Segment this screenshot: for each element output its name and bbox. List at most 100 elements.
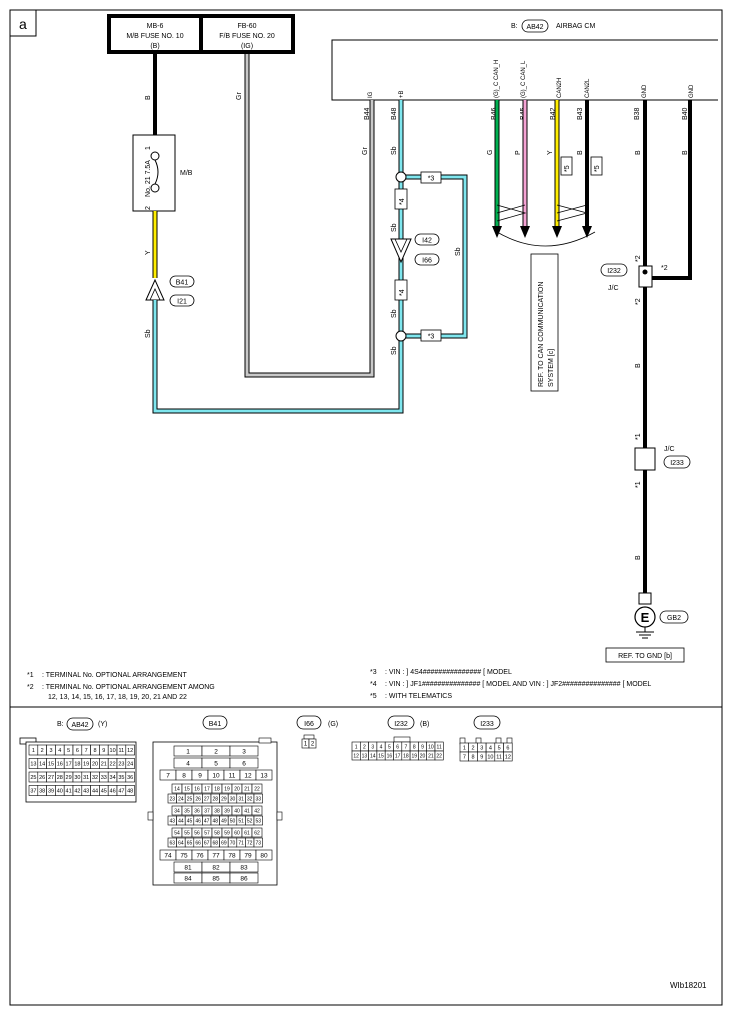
connector-pin-number: 22 bbox=[254, 786, 260, 792]
connector-pin-number: 28 bbox=[57, 775, 63, 781]
connector-pin-number: 75 bbox=[180, 852, 188, 859]
connector-pin-number: 5 bbox=[388, 744, 391, 750]
connector-pin-number: 15 bbox=[378, 753, 384, 759]
connector-pin-number: 8 bbox=[182, 772, 186, 779]
wire-label-gr-b44: Gr bbox=[362, 147, 369, 155]
wire-label-gnd-b40: B bbox=[682, 150, 689, 155]
connector-pin-number: 10 bbox=[428, 744, 434, 750]
mark-2-right: *2 bbox=[661, 265, 668, 272]
connector-pin-number: 56 bbox=[194, 830, 200, 836]
connector-pin-number: 47 bbox=[204, 818, 210, 824]
mark-2-lower: *2 bbox=[635, 298, 642, 305]
connector-pin-number: 29 bbox=[221, 796, 227, 802]
connector-pin-number: 85 bbox=[212, 875, 220, 882]
view-i232-name: I232 bbox=[394, 721, 408, 728]
fuse-mb-line1: MB-6 bbox=[147, 23, 164, 30]
connector-pin-number: 20 bbox=[420, 753, 426, 759]
wire-label-gr-left: Gr bbox=[236, 92, 243, 100]
connector-pin bbox=[125, 785, 135, 796]
connector-pin-number: 49 bbox=[221, 818, 227, 824]
connector-pin-number: 42 bbox=[254, 808, 260, 814]
connector-pin-number: 54 bbox=[174, 830, 180, 836]
connector-pin bbox=[251, 805, 263, 816]
connector-pin-number: 14 bbox=[370, 753, 376, 759]
connector-pin-number: 25 bbox=[30, 775, 36, 781]
connector-pin-number: 84 bbox=[184, 875, 192, 882]
pin-func-b40: GND bbox=[689, 84, 695, 98]
connector-pin-number: 43 bbox=[170, 818, 176, 824]
connector-pin-number: 7 bbox=[85, 748, 88, 754]
connector-pin-number: 46 bbox=[110, 788, 116, 794]
connector-pin-number: 45 bbox=[101, 788, 107, 794]
label-i233: I233 bbox=[670, 460, 684, 467]
connector-pin-number: 27 bbox=[204, 796, 210, 802]
label-i232: I232 bbox=[607, 268, 621, 275]
connector-pin-number: 15 bbox=[184, 786, 190, 792]
connector-pin-number: 32 bbox=[247, 796, 253, 802]
pin-func-b43: CAN2L bbox=[585, 78, 591, 98]
connector-pin-number: 67 bbox=[204, 840, 210, 846]
connector-pin-number: 59 bbox=[224, 830, 230, 836]
connector-pin-number: 77 bbox=[212, 852, 220, 859]
pin-func-b48: +B bbox=[399, 90, 405, 98]
wire-label-p: P bbox=[515, 150, 522, 155]
junction-bottom bbox=[395, 330, 407, 342]
connector-pin-number: 30 bbox=[230, 796, 236, 802]
fuse-mb-line2: M/B FUSE NO. 10 bbox=[126, 33, 183, 40]
notes: *1 : TERMINAL No. OPTIONAL ARRANGEMENT *… bbox=[27, 669, 651, 701]
connector-pin-number: 69 bbox=[221, 840, 227, 846]
connector-pin-number: 68 bbox=[213, 840, 219, 846]
connector-pin-number: 40 bbox=[57, 788, 63, 794]
connector-pin-number: 38 bbox=[214, 808, 220, 814]
view-i66-name: I66 bbox=[304, 721, 314, 728]
connector-pin-number: 30 bbox=[74, 775, 80, 781]
connector-pin-number: 40 bbox=[234, 808, 240, 814]
fuse-fb-line1: FB-60 bbox=[237, 23, 256, 30]
connector-pin-number: 78 bbox=[228, 852, 236, 859]
mark-5-left: *5 bbox=[564, 165, 571, 172]
connector-pin-number: 20 bbox=[92, 761, 98, 767]
connector-pin-number: 41 bbox=[244, 808, 250, 814]
connector-pin-number: 8 bbox=[472, 754, 475, 760]
pin-func-b46: (G)_C CAN_H bbox=[494, 60, 500, 98]
connector-pin bbox=[251, 827, 263, 838]
connector-pin bbox=[253, 837, 263, 848]
connector-pin-number: 63 bbox=[170, 840, 176, 846]
jc-i233 bbox=[634, 447, 656, 471]
mark-3-top: *3 bbox=[428, 176, 435, 183]
connector-pin-number: 8 bbox=[93, 748, 96, 754]
connector-pin-number: 7 bbox=[405, 744, 408, 750]
connector-pin bbox=[255, 769, 273, 781]
connector-pin bbox=[255, 849, 273, 861]
connector-pin-number: 18 bbox=[214, 786, 220, 792]
connector-pin-number: 66 bbox=[195, 840, 201, 846]
view-b41-name: B41 bbox=[209, 721, 222, 728]
wire-gr bbox=[245, 54, 374, 377]
connector-pin-number: 16 bbox=[194, 786, 200, 792]
connector-pin-number: 2 bbox=[363, 744, 366, 750]
junction-top bbox=[395, 171, 407, 183]
connector-pin-number: 23 bbox=[170, 796, 176, 802]
connector-pin-number: 19 bbox=[411, 753, 417, 759]
mb-box: 1 2 No. 21 7.5A M/B bbox=[132, 134, 193, 212]
mark-4-bottom: *4 bbox=[399, 289, 406, 296]
connector-pin-number: 29 bbox=[66, 775, 72, 781]
connector-pin-number: 44 bbox=[92, 788, 98, 794]
connector-pin-number: 80 bbox=[260, 852, 268, 859]
wire-label-sb-b48: Sb bbox=[391, 146, 398, 155]
wire-label-sb-mid: Sb bbox=[391, 223, 398, 232]
connector-pin-number: 25 bbox=[187, 796, 193, 802]
connector-pin-number: 6 bbox=[506, 745, 509, 751]
connector-pin bbox=[253, 793, 263, 804]
ref-can-line1: REF. TO CAN COMMUNICATION bbox=[538, 282, 545, 387]
connector-pin-number: 17 bbox=[66, 761, 72, 767]
wire-label-g: G bbox=[487, 150, 494, 155]
connector-pin-number: 70 bbox=[230, 840, 236, 846]
view-ab42-suffix: (Y) bbox=[98, 721, 107, 728]
connector-pin-number: 61 bbox=[244, 830, 250, 836]
connector-pin bbox=[434, 750, 444, 761]
connector-pin-number: 50 bbox=[230, 818, 236, 824]
wire-gr-outline bbox=[244, 54, 375, 378]
connector-pin-number: 33 bbox=[101, 775, 107, 781]
